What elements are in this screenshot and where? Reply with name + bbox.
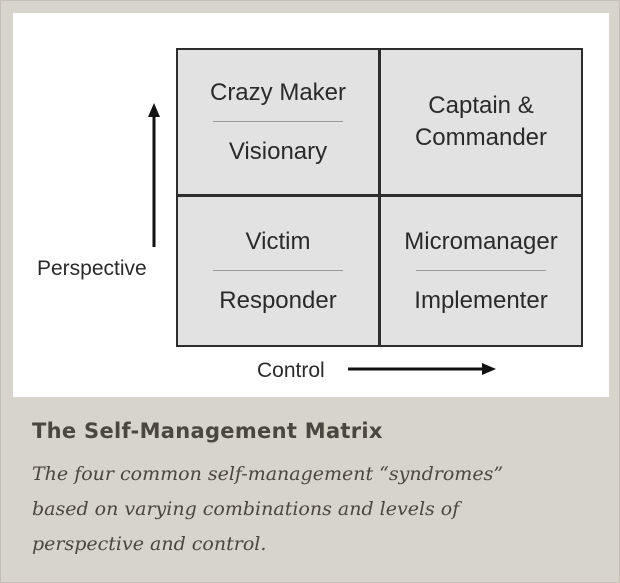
- quadrant-bottom-right-upper: Micromanager: [404, 227, 558, 255]
- perspective-arrow: [148, 103, 160, 247]
- quadrant-separator: [213, 269, 343, 271]
- quadrant-bottom-left-upper: Victim: [245, 227, 311, 255]
- caption-line: perspective and control.: [32, 533, 267, 555]
- quadrant-top-right: Captain & Commander: [381, 50, 581, 194]
- quadrant-top-right-line1: Captain &: [428, 92, 534, 119]
- quadrant-bottom-right: Micromanager Implementer: [381, 197, 581, 345]
- quadrant-top-left-upper: Crazy Maker: [209, 78, 347, 106]
- quadrant-top-left: Crazy Maker Visionary: [178, 50, 378, 194]
- quadrant-separator: [213, 120, 343, 122]
- caption-line: based on varying combinations and levels…: [32, 498, 460, 520]
- vertical-divider: [378, 50, 381, 345]
- x-axis-label: Control: [257, 359, 325, 382]
- quadrant-top-right-line2: Commander: [414, 124, 548, 151]
- caption-line: The four common self-management “syndrom…: [32, 463, 504, 485]
- caption-title: The Self-Management Matrix: [32, 419, 383, 443]
- quadrant-bottom-left: Victim Responder: [178, 197, 378, 345]
- horizontal-divider: [178, 194, 581, 197]
- quadrant-top-left-lower: Visionary: [228, 137, 328, 165]
- quadrant-separator: [416, 269, 546, 271]
- control-arrow: [348, 363, 496, 375]
- y-axis-label: Perspective: [37, 257, 147, 280]
- matrix-grid: Crazy Maker Visionary Captain & Commande…: [176, 48, 583, 347]
- diagram-panel: Perspective Crazy Maker Visionary Captai…: [13, 13, 609, 397]
- quadrant-bottom-left-lower: Responder: [219, 286, 337, 314]
- caption-body: The four common self-management “syndrom…: [32, 457, 592, 562]
- quadrant-bottom-right-lower: Implementer: [414, 286, 548, 314]
